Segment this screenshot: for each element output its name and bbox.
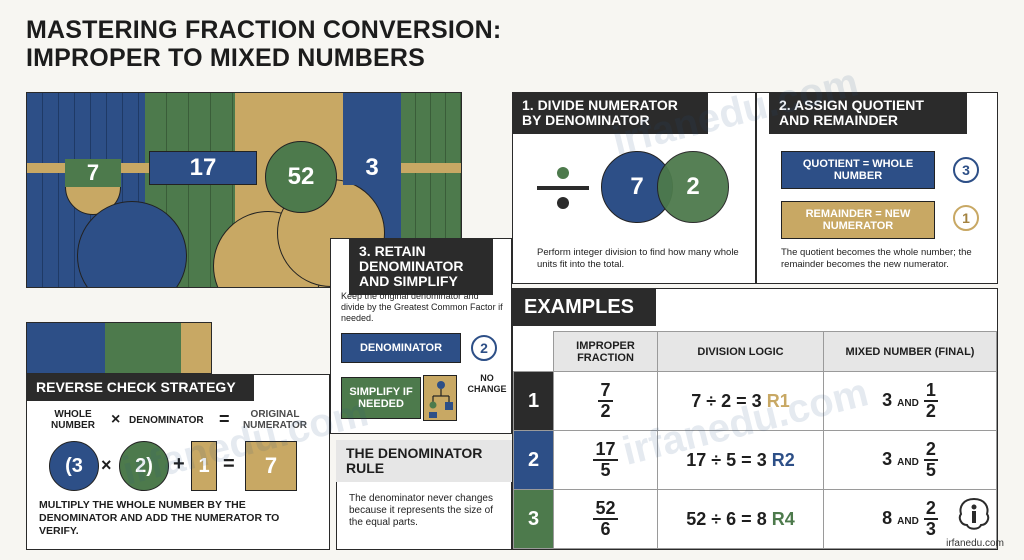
label-original-numerator: ORIGINAL NUMERATOR bbox=[242, 409, 308, 431]
title-line-2: IMPROPER TO MIXED NUMBERS bbox=[26, 44, 426, 72]
no-change-label: NO CHANGE bbox=[467, 373, 507, 394]
rule-panel: THE DENOMINATOR RULE The denominator nev… bbox=[336, 440, 512, 550]
quotient-box: QUOTIENT = WHOLE NUMBER bbox=[781, 151, 935, 189]
division-dot-bottom bbox=[557, 197, 569, 209]
label-whole-number: WHOLE NUMBER bbox=[51, 409, 95, 431]
quotient-value: 3 bbox=[953, 157, 979, 183]
reverse-panel: REVERSE CHECK STRATEGY WHOLE NUMBER × DE… bbox=[26, 374, 330, 550]
hero-number-7: 7 bbox=[65, 159, 121, 187]
division-bar bbox=[537, 186, 589, 190]
denominator-box: DENOMINATOR bbox=[341, 333, 461, 363]
hero-number-17: 17 bbox=[149, 151, 257, 185]
brand-logo-icon bbox=[954, 494, 994, 534]
reverse-color-blocks bbox=[26, 322, 212, 374]
division-logic: 52 ÷ 6 = 8 R4 bbox=[657, 489, 824, 549]
examples-panel: EXAMPLES IMPROPER FRACTION DIVISION LOGI… bbox=[512, 288, 998, 550]
title-line-1: MASTERING FRACTION CONVERSION: bbox=[26, 16, 502, 44]
simplify-box: SIMPLIFY IF NEEDED bbox=[341, 377, 421, 419]
examples-heading: EXAMPLES bbox=[512, 288, 656, 326]
equals-sign: = bbox=[223, 453, 235, 475]
division-logic: 7 ÷ 2 = 3 R1 bbox=[657, 371, 824, 431]
brand-url: irfanedu.com bbox=[946, 538, 1004, 549]
original-numerator-box: 7 bbox=[245, 441, 297, 491]
reverse-heading: REVERSE CHECK STRATEGY bbox=[26, 374, 254, 401]
step3-heading: 3. RETAIN DENOMINATOR AND SIMPLIFY bbox=[349, 238, 493, 295]
examples-table: IMPROPER FRACTION DIVISION LOGIC MIXED N… bbox=[513, 331, 997, 549]
col-improper: IMPROPER FRACTION bbox=[553, 331, 658, 372]
reverse-text: MULTIPLY THE WHOLE NUMBER BY THE DENOMIN… bbox=[39, 499, 280, 537]
division-dot-top bbox=[557, 167, 569, 179]
plus-sign: + bbox=[173, 453, 185, 475]
rule-text: The denominator never changes because it… bbox=[349, 493, 493, 528]
hero-number-3: 3 bbox=[343, 151, 401, 185]
equals-sign-top: = bbox=[219, 409, 230, 429]
hero-number-52: 52 bbox=[265, 141, 337, 213]
step2-panel: 2. ASSIGN QUOTIENT AND REMAINDER QUOTIEN… bbox=[756, 92, 998, 284]
col-division: DIVISION LOGIC bbox=[657, 331, 824, 372]
row-number: 1 bbox=[513, 371, 554, 431]
times-sign: × bbox=[101, 455, 112, 475]
remainder-value: 1 bbox=[953, 205, 979, 231]
col-mixed: MIXED NUMBER (FINAL) bbox=[823, 331, 997, 372]
row-number: 3 bbox=[513, 489, 554, 549]
examples-header-row: IMPROPER FRACTION DIVISION LOGIC MIXED N… bbox=[513, 331, 997, 372]
rule-heading: THE DENOMINATOR RULE bbox=[336, 440, 512, 482]
corner-cell bbox=[513, 331, 554, 372]
whole-number-circle: (3 bbox=[49, 441, 99, 491]
step1-heading: 1. DIVIDE NUMERATOR BY DENOMINATOR bbox=[512, 92, 708, 134]
simplify-tree-icon bbox=[423, 375, 457, 421]
step1-panel: 1. DIVIDE NUMERATOR BY DENOMINATOR 7 2 P… bbox=[512, 92, 756, 284]
division-logic: 17 ÷ 5 = 3 R2 bbox=[657, 430, 824, 490]
divisor-circle: 2 bbox=[657, 151, 729, 223]
label-denominator: DENOMINATOR bbox=[129, 415, 204, 426]
step3-caption: Keep the original denominator and divide… bbox=[341, 291, 503, 323]
numerator-box: 1 bbox=[191, 441, 217, 491]
step2-caption: The quotient becomes the whole number; t… bbox=[781, 247, 972, 270]
denominator-value: 2 bbox=[471, 335, 497, 361]
page-title: MASTERING FRACTION CONVERSION: IMPROPER … bbox=[26, 16, 501, 72]
hero-collage: 7 17 52 3 bbox=[26, 92, 462, 288]
row-number: 2 bbox=[513, 430, 554, 490]
step2-heading: 2. ASSIGN QUOTIENT AND REMAINDER bbox=[769, 92, 967, 134]
step3-panel: 3. RETAIN DENOMINATOR AND SIMPLIFY Keep … bbox=[330, 238, 512, 434]
remainder-box: REMAINDER = NEW NUMERATOR bbox=[781, 201, 935, 239]
step1-caption: Perform integer division to find how man… bbox=[537, 247, 739, 270]
times-sign-top: × bbox=[111, 411, 121, 428]
denominator-circle: 2) bbox=[119, 441, 169, 491]
